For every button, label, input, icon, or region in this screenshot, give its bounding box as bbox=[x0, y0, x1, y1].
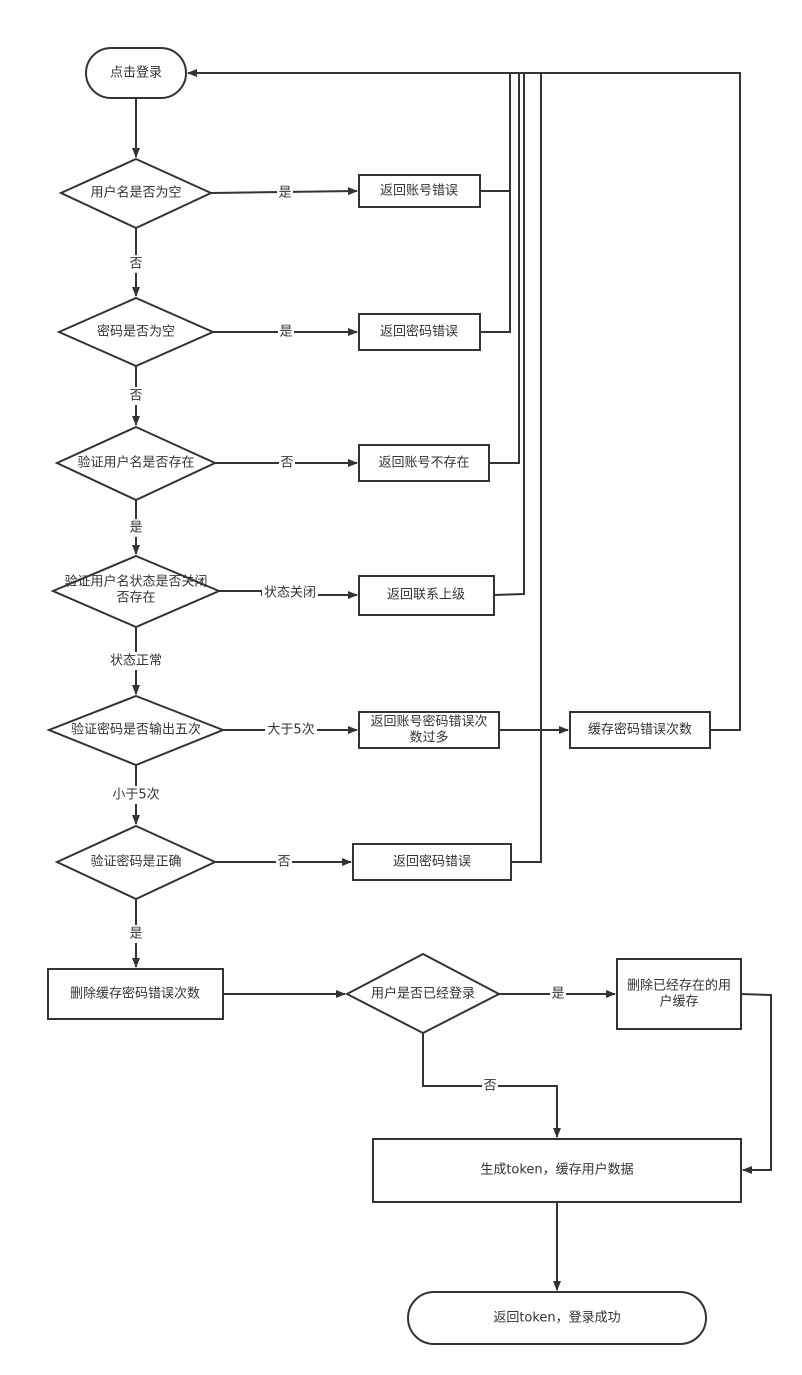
label-username-empty-no: 否 bbox=[129, 257, 142, 272]
user-status-label-line2: 否存在 bbox=[116, 591, 155, 606]
label-status-normal: 状态正常 bbox=[110, 654, 162, 669]
label-status-closed: 状态关闭 bbox=[264, 586, 316, 601]
user-exists-label: 验证用户名是否存在 bbox=[77, 455, 194, 471]
user-exists-decision: 验证用户名是否存在 bbox=[54, 425, 218, 502]
username-empty-label: 用户名是否为空 bbox=[90, 185, 181, 201]
return-account-error-box: 返回账号错误 bbox=[358, 174, 481, 208]
label-logged-in-no: 否 bbox=[483, 1079, 496, 1094]
return-account-error-label: 返回账号错误 bbox=[380, 184, 458, 199]
label-password-correct-yes: 是 bbox=[129, 927, 142, 942]
return-contact-superior-box: 返回联系上级 bbox=[358, 575, 495, 616]
password-five-times-label: 验证密码是否输出五次 bbox=[71, 722, 201, 738]
delete-existing-cache-box: 删除已经存在的用 户缓存 bbox=[616, 958, 742, 1030]
return-password-error-label-2: 返回密码错误 bbox=[393, 854, 471, 870]
return-password-error-box-1: 返回密码错误 bbox=[358, 313, 481, 351]
label-password-empty-yes: 是 bbox=[279, 325, 292, 340]
return-too-many-errors-label-line1: 返回账号密码错误次 bbox=[370, 714, 487, 730]
password-correct-label: 验证密码是正确 bbox=[90, 854, 181, 870]
label-user-exists-yes: 是 bbox=[129, 521, 142, 536]
label-password-correct-no: 否 bbox=[277, 855, 290, 870]
password-correct-decision: 验证密码是正确 bbox=[54, 824, 218, 901]
label-logged-in-yes: 是 bbox=[551, 987, 564, 1002]
generate-token-label: 生成token，缓存用户数据 bbox=[480, 1162, 633, 1178]
username-empty-decision: 用户名是否为空 bbox=[58, 157, 214, 230]
end-label: 返回token，登录成功 bbox=[493, 1311, 620, 1326]
edge-password-error-2-return bbox=[511, 73, 542, 863]
label-more-than-five: 大于5次 bbox=[267, 722, 314, 738]
password-empty-label: 密码是否为空 bbox=[97, 324, 175, 340]
delete-existing-cache-label-line2: 户缓存 bbox=[659, 994, 698, 1010]
user-status-label-line1: 验证用户名状态是否关闭 bbox=[64, 574, 207, 590]
edge-account-not-exist-return bbox=[489, 73, 520, 464]
start-label: 点击登录 bbox=[110, 66, 162, 81]
password-empty-decision: 密码是否为空 bbox=[56, 296, 216, 368]
delete-existing-cache-label-line1: 删除已经存在的用 bbox=[627, 978, 731, 994]
cache-error-count-label: 缓存密码错误次数 bbox=[588, 722, 692, 738]
label-user-exists-no: 否 bbox=[280, 456, 293, 471]
nodes: 点击登录 用户名是否为空 返回账号错误 密码是否为空 返回密码错误 验证用户名是… bbox=[46, 47, 742, 1345]
password-five-times-decision: 验证密码是否输出五次 bbox=[46, 694, 226, 767]
edge-contact-superior-return bbox=[493, 73, 525, 596]
return-contact-superior-label: 返回联系上级 bbox=[387, 588, 465, 603]
return-too-many-errors-label-line2: 数过多 bbox=[409, 730, 448, 746]
user-logged-in-decision: 用户是否已经登录 bbox=[344, 952, 502, 1035]
edges bbox=[132, 69, 772, 1291]
edge-labels: 是 否 是 否 否 是 状态关闭 状态正常 大于5次 小于5次 否 是 是 否 bbox=[108, 184, 566, 1095]
start-terminal: 点击登录 bbox=[85, 47, 187, 99]
return-password-error-label-1: 返回密码错误 bbox=[380, 324, 458, 340]
label-less-than-five: 小于5次 bbox=[112, 787, 159, 803]
return-account-not-exist-label: 返回账号不存在 bbox=[378, 456, 469, 471]
user-status-decision: 验证用户名状态是否关闭 否存在 bbox=[50, 554, 222, 629]
edge-cache-count-return-to-start bbox=[187, 69, 741, 731]
delete-cached-error-count-label: 删除缓存密码错误次数 bbox=[70, 986, 200, 1002]
label-password-empty-no: 否 bbox=[129, 389, 142, 404]
return-too-many-errors-box: 返回账号密码错误次 数过多 bbox=[358, 711, 500, 749]
return-password-error-box-2: 返回密码错误 bbox=[352, 843, 512, 881]
end-terminal: 返回token，登录成功 bbox=[407, 1291, 707, 1345]
cache-error-count-box: 缓存密码错误次数 bbox=[569, 711, 711, 749]
user-logged-in-label: 用户是否已经登录 bbox=[371, 986, 475, 1002]
delete-cached-error-count-box: 删除缓存密码错误次数 bbox=[47, 968, 224, 1020]
generate-token-box: 生成token，缓存用户数据 bbox=[372, 1138, 742, 1203]
label-username-empty-yes: 是 bbox=[278, 186, 291, 201]
edge-password-error-1-return bbox=[480, 73, 511, 333]
edge-account-error-return bbox=[480, 73, 511, 192]
return-account-not-exist-box: 返回账号不存在 bbox=[358, 444, 490, 482]
edge-cache-deleted-to-token bbox=[740, 993, 772, 1174]
